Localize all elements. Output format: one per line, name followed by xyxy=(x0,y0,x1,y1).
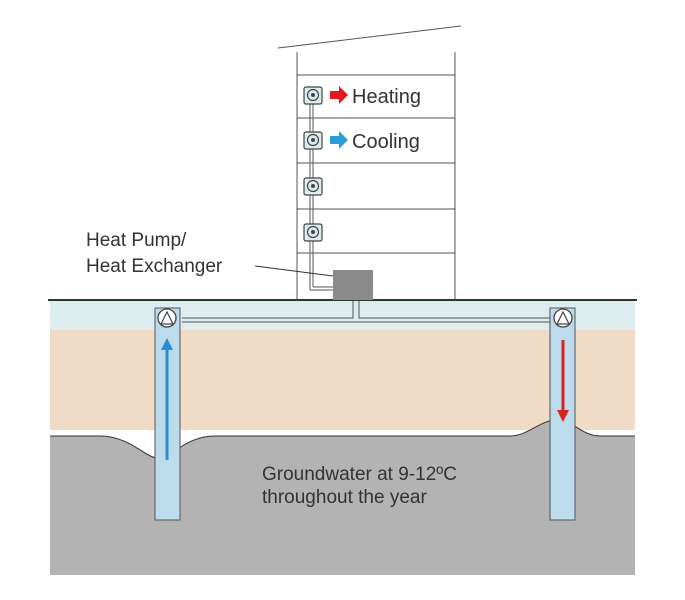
cooling-arrow-icon xyxy=(330,131,348,149)
building xyxy=(277,25,462,300)
fan-coil-icon xyxy=(303,223,323,242)
pump-icon xyxy=(553,308,573,328)
groundwater-layer xyxy=(50,420,635,575)
surface-layer xyxy=(50,300,635,330)
groundwater-label-line2: throughout the year xyxy=(262,487,427,508)
groundwater-label-line1: Groundwater at 9-12ºC xyxy=(262,464,457,485)
heat-pump-label-line1: Heat Pump/ xyxy=(86,230,187,251)
ground-piping xyxy=(182,300,550,323)
cooling-label: Cooling xyxy=(352,131,420,153)
heat-pump-label-line2: Heat Exchanger xyxy=(86,256,223,277)
flow-up-arrow-icon xyxy=(161,338,173,460)
fan-coil-icon xyxy=(303,177,323,196)
heat-pump-leader xyxy=(254,265,334,277)
heating-arrow-icon xyxy=(330,86,348,104)
soil-layer xyxy=(50,330,635,430)
heat-pump-box xyxy=(333,270,373,300)
building-piping xyxy=(309,102,335,291)
fan-coil-icon xyxy=(303,131,323,150)
heating-label: Heating xyxy=(352,86,421,108)
flow-down-arrow-icon xyxy=(557,340,569,422)
fan-coil-icon xyxy=(303,86,323,105)
pump-icon xyxy=(157,308,177,328)
